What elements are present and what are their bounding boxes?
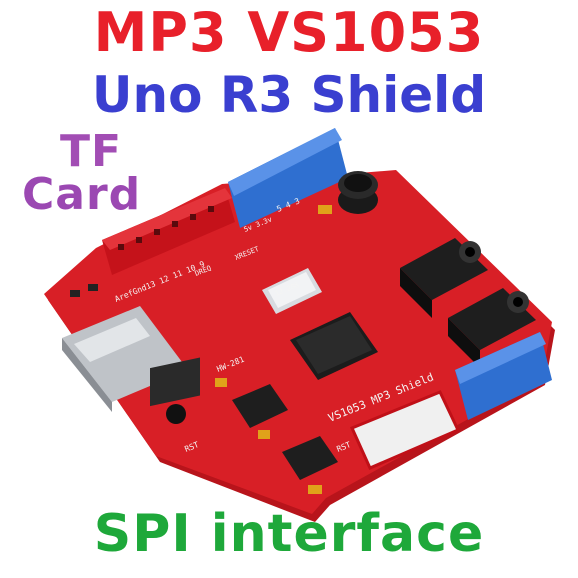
headline-spi-interface: SPI interface bbox=[93, 504, 485, 564]
headline-tf: TF bbox=[60, 126, 123, 177]
regulator-1 bbox=[232, 384, 288, 428]
audio-jack-2 bbox=[448, 288, 536, 368]
white-header-bottom bbox=[349, 390, 461, 470]
headline-mp3-vs1053: MP3 VS1053 bbox=[93, 1, 485, 64]
headline-card: Card bbox=[22, 169, 142, 220]
blue-header-right bbox=[455, 332, 552, 420]
smd-components bbox=[70, 205, 332, 494]
regulator-2 bbox=[282, 436, 338, 480]
red-header-top bbox=[102, 188, 235, 275]
audio-jack-1 bbox=[400, 238, 488, 318]
vs1053-chip bbox=[290, 312, 378, 380]
reset-button-part bbox=[150, 357, 200, 424]
blue-header-top bbox=[228, 128, 348, 228]
crystal bbox=[262, 268, 322, 314]
microphone bbox=[338, 171, 378, 214]
headline-uno-r3-shield: Uno R3 Shield bbox=[91, 66, 487, 124]
